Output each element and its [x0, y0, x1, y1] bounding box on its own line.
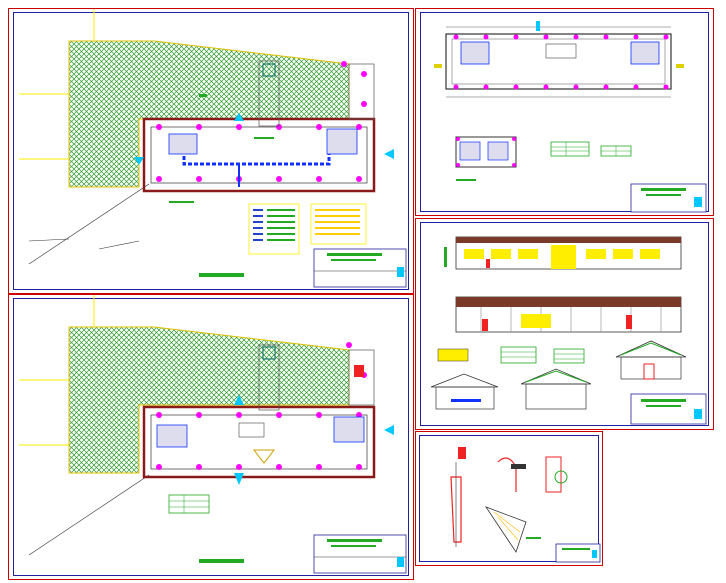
sheet-details	[415, 431, 603, 566]
sheet-frame	[13, 298, 409, 576]
sheet-site-plan-water	[8, 294, 414, 580]
floor-plan-outline	[445, 33, 672, 90]
sheet-site-plan-drainage	[8, 8, 414, 294]
sheet-floor-plan	[415, 8, 714, 216]
legend-box	[248, 203, 300, 255]
details-drawing	[450, 447, 601, 563]
elevations-drawing	[430, 236, 707, 425]
sheet-frame	[13, 12, 409, 290]
hatched-terrain	[68, 326, 350, 474]
floor-plan-drawing	[434, 21, 707, 213]
detail-column-section	[450, 476, 462, 543]
site-plan-drawing	[19, 295, 407, 574]
sheet-frame	[420, 222, 709, 426]
sheet-elevations	[415, 218, 714, 430]
site-plan-drawing	[19, 9, 407, 288]
sheet-frame	[419, 435, 599, 562]
column-markers	[156, 342, 367, 470]
fixture-table	[168, 494, 210, 514]
drainage-pipe	[182, 137, 349, 166]
sheet-frame	[420, 12, 709, 212]
